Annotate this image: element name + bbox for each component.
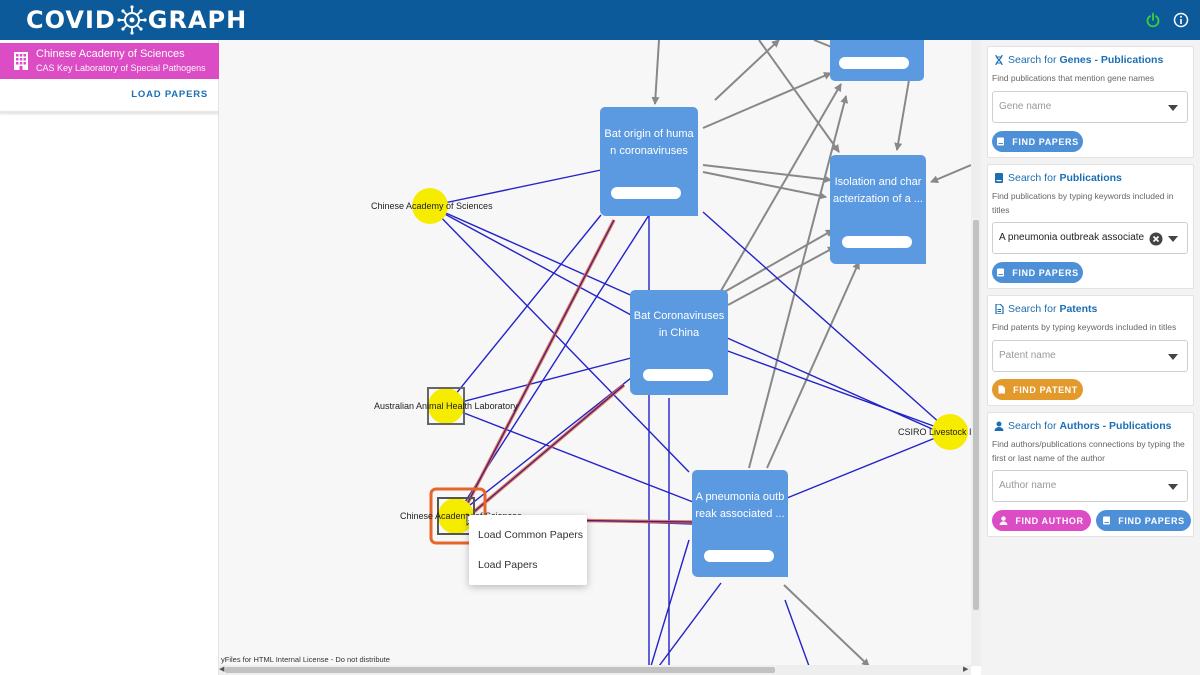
title-prefix: Search for (1008, 172, 1057, 184)
chevron-down-icon[interactable] (1168, 354, 1178, 360)
find-patent-button[interactable]: FIND PATENT (992, 379, 1083, 400)
scroll-left-arrow-icon[interactable]: ◀ (219, 666, 225, 673)
book-icon (997, 137, 1005, 146)
selected-organization-card[interactable]: Chinese Academy of Sciences CAS Key Labo… (0, 43, 219, 79)
gene-name-placeholder: Gene name (999, 101, 1052, 112)
card-description: Find authors/publications connections by… (992, 439, 1185, 463)
horizontal-scroll-thumb[interactable] (225, 667, 775, 673)
patents-card-title: Search for Patents (994, 303, 1097, 315)
info-icon[interactable] (1173, 12, 1189, 28)
institution-label: CSIRO Livestock In (898, 427, 971, 437)
publication-title-select[interactable]: A pneumonia outbreak associate (992, 222, 1188, 254)
citation-edges (651, 40, 971, 666)
paper-title: Isolation and char acterization of a ... (833, 176, 923, 205)
institution-label: Australian Animal Health Laboratory (374, 401, 518, 411)
title-prefix: Search for (1008, 303, 1057, 315)
document-icon (995, 304, 1004, 314)
graph-svg (412, 40, 971, 666)
find-papers-publications-button[interactable]: FIND PAPERS (992, 262, 1083, 283)
paper-title: A pneumonia outb reak associated ... (695, 491, 785, 520)
patent-name-select[interactable]: Patent name (992, 340, 1188, 372)
button-label: FIND PAPERS (1012, 136, 1079, 147)
paper-node-top-right[interactable] (830, 40, 924, 81)
institution-node-csiro[interactable] (932, 414, 968, 450)
authors-card-title: Search for Authors - Publications (994, 420, 1171, 432)
book-icon (997, 268, 1005, 277)
load-papers-button[interactable]: LOAD PAPERS (131, 89, 208, 100)
card-description: Find publications that mention gene name… (992, 73, 1155, 83)
top-bar: COVID GRAPH (0, 0, 1200, 40)
paper-node-pneumonia-outbreak[interactable] (692, 470, 788, 577)
institution-label: Chinese Academy of Sciences (400, 511, 522, 521)
menu-item-load-papers[interactable]: Load Papers (478, 559, 538, 571)
title-bold: Patents (1059, 303, 1098, 315)
find-papers-genes-button[interactable]: FIND PAPERS (992, 131, 1083, 152)
power-icon[interactable] (1145, 12, 1161, 28)
button-label: FIND AUTHOR (1015, 515, 1084, 526)
card-description: Find patents by typing keywords included… (992, 322, 1177, 332)
person-icon (994, 421, 1004, 431)
publications-search-card: Search for Publications Find publication… (987, 164, 1194, 289)
paper-node-isolation-characterization[interactable] (830, 155, 926, 264)
title-prefix: Search for (1008, 54, 1057, 66)
paper-title: Bat Coronaviruses in China (633, 310, 725, 339)
title-bold: Genes - Publications (1059, 54, 1164, 66)
context-menu: Load Common Papers Load Papers (469, 515, 587, 585)
app-logo[interactable]: COVID GRAPH (26, 4, 247, 36)
institution-node-aahl[interactable] (427, 387, 465, 425)
logo-text-right: GRAPH (147, 6, 248, 34)
author-name-select[interactable]: Author name (992, 470, 1188, 502)
button-label: FIND PAPERS (1012, 267, 1079, 278)
chevron-down-icon[interactable] (1168, 236, 1178, 242)
license-notice: yFiles for HTML Internal License - Do no… (221, 655, 390, 664)
title-bold: Authors - Publications (1059, 420, 1172, 432)
menu-item-load-common-papers[interactable]: Load Common Papers (478, 529, 584, 541)
building-icon (14, 52, 28, 70)
button-label: FIND PATENT (1013, 384, 1078, 395)
organization-subtitle: CAS Key Laboratory of Special Pathogens (36, 63, 206, 73)
organization-name: Chinese Academy of Sciences (36, 48, 185, 60)
genes-search-card: Search for Genes - Publications Find pub… (987, 46, 1194, 158)
scroll-right-arrow-icon[interactable]: ▶ (963, 666, 969, 673)
virus-icon (117, 5, 147, 35)
chevron-down-icon[interactable] (1168, 105, 1178, 111)
divider (0, 111, 219, 113)
dna-icon (995, 55, 1003, 65)
paper-node-bat-origin[interactable] (600, 107, 698, 216)
button-label: FIND PAPERS (1118, 515, 1185, 526)
genes-card-title: Search for Genes - Publications (994, 54, 1163, 66)
title-bold: Publications (1059, 172, 1122, 184)
book-icon (1103, 516, 1111, 525)
graph-canvas[interactable]: Bat origin of huma n coronaviruses Bat C… (219, 40, 971, 666)
title-prefix: Search for (1008, 420, 1057, 432)
right-panel: Search for Genes - Publications Find pub… (981, 40, 1200, 675)
institution-label: Chinese Academy of Sciences (371, 201, 493, 211)
document-icon (998, 385, 1006, 394)
left-panel: Chinese Academy of Sciences CAS Key Labo… (0, 40, 219, 675)
authors-search-card: Search for Authors - Publications Find a… (987, 412, 1194, 537)
clear-icon[interactable] (1149, 232, 1163, 246)
vertical-scroll-thumb[interactable] (973, 220, 979, 610)
paper-title: Bat origin of huma n coronaviruses (604, 128, 694, 157)
patent-name-placeholder: Patent name (999, 350, 1056, 361)
publications-card-title: Search for Publications (994, 172, 1122, 184)
book-icon (995, 173, 1003, 183)
person-icon (999, 516, 1008, 525)
paper-node-bat-coronaviruses-china[interactable] (630, 290, 728, 395)
author-name-placeholder: Author name (999, 480, 1057, 491)
horizontal-scrollbar[interactable]: ◀ ▶ (219, 665, 971, 675)
patents-search-card: Search for Patents Find patents by typin… (987, 295, 1194, 406)
vertical-scrollbar[interactable] (971, 40, 981, 666)
logo-text-left: COVID (26, 6, 116, 34)
gene-name-select[interactable]: Gene name (992, 91, 1188, 123)
publication-title-value: A pneumonia outbreak associate (999, 232, 1145, 243)
institution-node-cas-1[interactable] (412, 188, 448, 224)
chevron-down-icon[interactable] (1168, 484, 1178, 490)
find-author-button[interactable]: FIND AUTHOR (992, 510, 1091, 531)
card-description: Find publications by typing keywords inc… (992, 191, 1174, 215)
find-papers-authors-button[interactable]: FIND PAPERS (1096, 510, 1191, 531)
